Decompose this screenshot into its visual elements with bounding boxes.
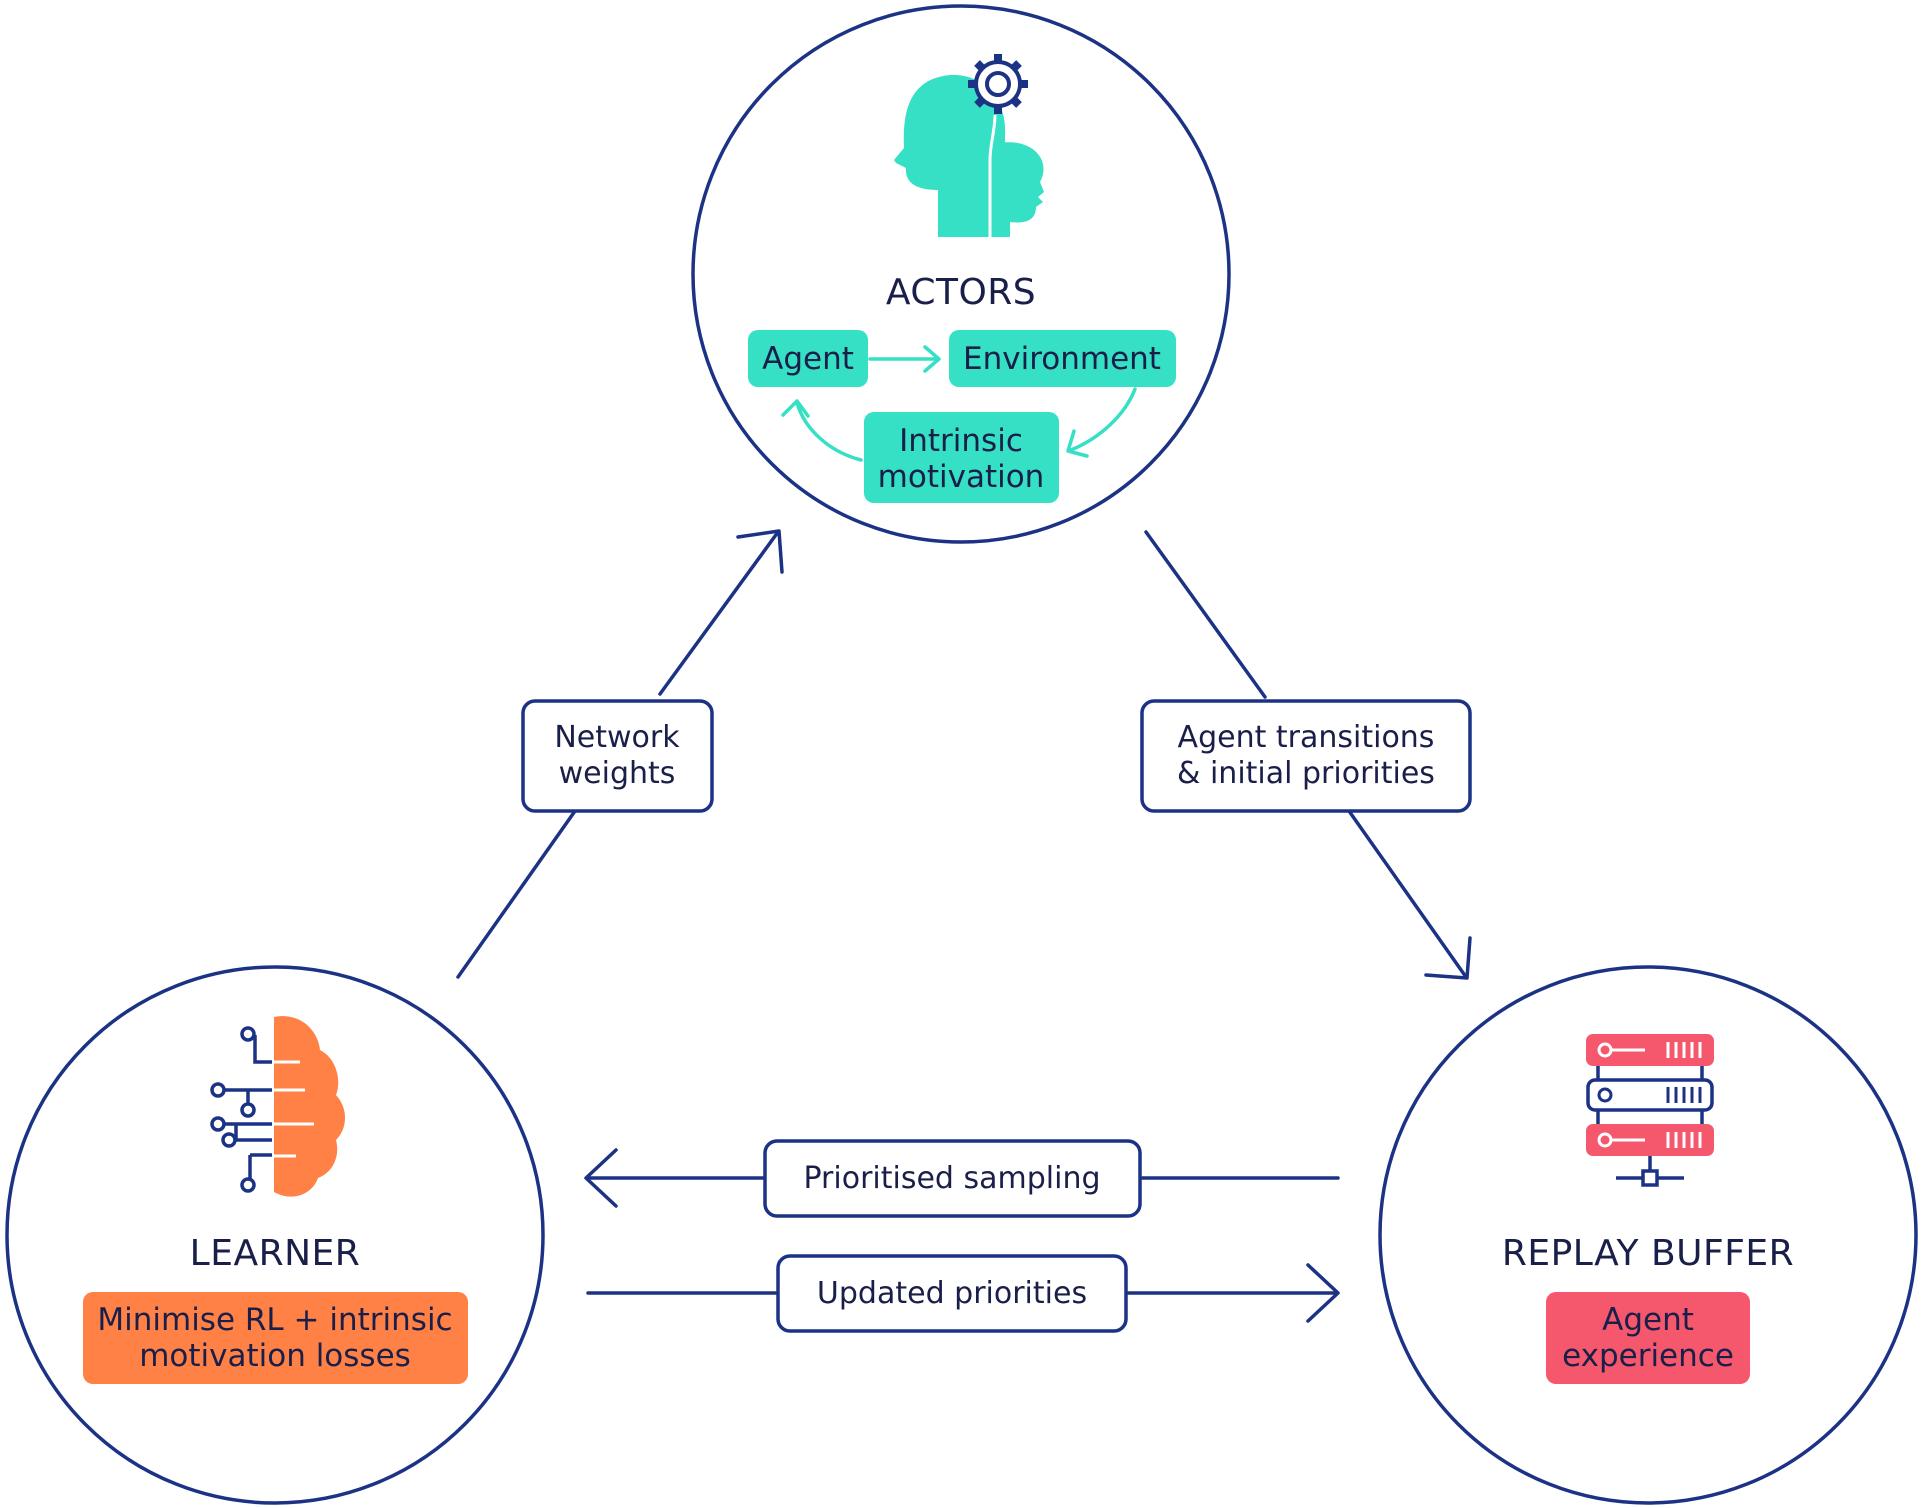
prioritised-sampling-text: Prioritised sampling xyxy=(803,1161,1100,1196)
intrinsic-motivation-label-line1: Intrinsic xyxy=(899,423,1023,459)
agent-to-environment-arrow xyxy=(868,345,941,373)
heads-with-gear-icon xyxy=(894,54,1044,237)
replay-buffer-node-circle xyxy=(1378,965,1918,1505)
network-weights-line1: Network xyxy=(554,720,680,755)
network-weights-arrow xyxy=(456,529,784,979)
environment-chip xyxy=(949,330,1176,387)
replay-buffer-chip-line2: experience xyxy=(1562,1338,1734,1374)
replay-buffer-title: REPLAY BUFFER xyxy=(1502,1233,1794,1274)
actors-node-circle xyxy=(691,4,1231,544)
updated-priorities-text: Updated priorities xyxy=(817,1276,1087,1311)
prioritised-sampling-arrow xyxy=(584,1148,1340,1208)
replay-buffer-chip-line1: Agent xyxy=(1602,1302,1694,1338)
agent-transitions-line1: Agent transitions xyxy=(1178,720,1435,755)
agent-transitions-arrow xyxy=(1144,530,1472,980)
circuit-brain-icon xyxy=(210,1016,345,1197)
agent-chip xyxy=(748,330,868,387)
learner-chip-line2: motivation losses xyxy=(139,1338,411,1374)
environment-chip-label: Environment xyxy=(963,341,1161,377)
network-weights-line2: weights xyxy=(559,756,676,791)
environment-to-intrinsic-arrow xyxy=(1066,387,1137,458)
learner-title: LEARNER xyxy=(190,1233,361,1274)
prioritised-sampling-label: Prioritised sampling xyxy=(763,1139,1142,1218)
intrinsic-motivation-label-line2: motivation xyxy=(878,459,1045,495)
agent-chip-label: Agent xyxy=(762,341,854,377)
replay-buffer-chip xyxy=(1546,1292,1750,1384)
intrinsic-motivation-chip xyxy=(864,412,1059,503)
agent-transitions-label: Agent transitions & initial priorities xyxy=(1140,699,1472,813)
intrinsic-to-agent-arrow xyxy=(781,399,863,462)
server-stack-icon xyxy=(1586,1034,1714,1187)
actors-title: ACTORS xyxy=(886,272,1036,313)
updated-priorities-arrow xyxy=(586,1263,1340,1323)
updated-priorities-label: Updated priorities xyxy=(776,1254,1128,1333)
network-weights-label: Network weights xyxy=(521,699,714,813)
learner-chip xyxy=(83,1292,468,1384)
learner-chip-line1: Minimise RL + intrinsic xyxy=(97,1302,452,1338)
agent-transitions-line2: & initial priorities xyxy=(1177,756,1435,791)
